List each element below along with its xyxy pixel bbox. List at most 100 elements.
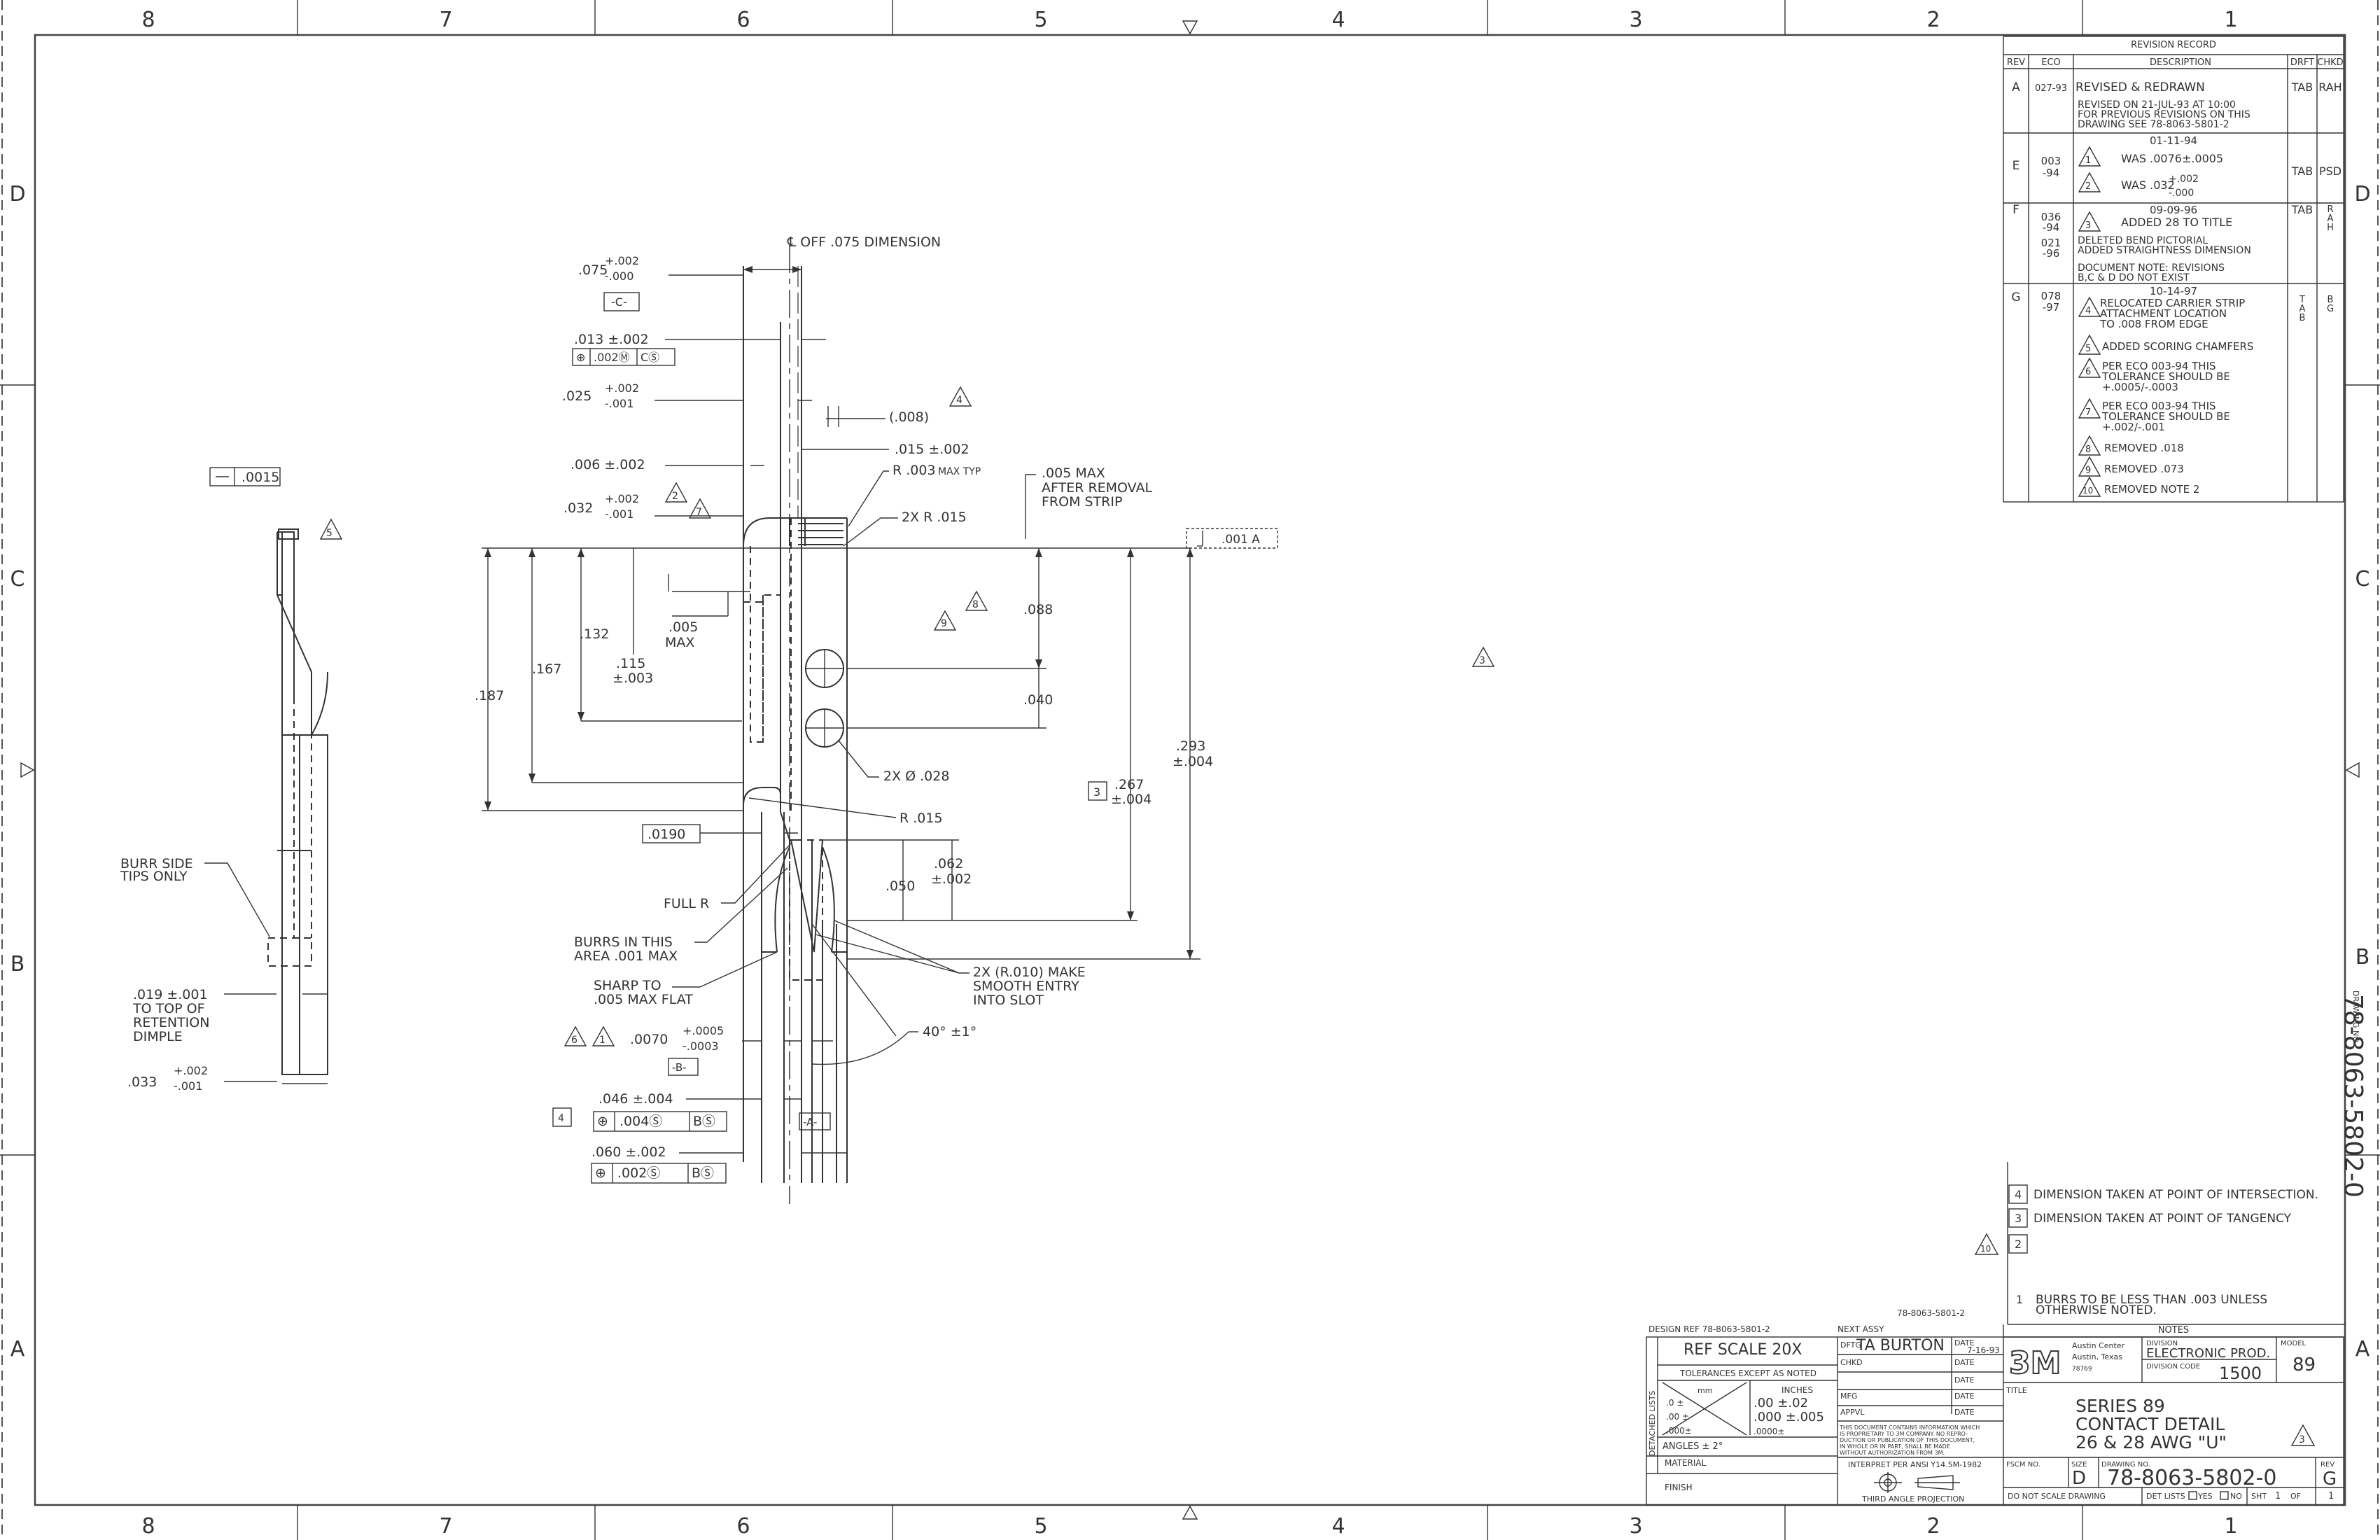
- svg-text:PER ECO 003-94 THIS: PER ECO 003-94 THIS: [2102, 400, 2216, 412]
- svg-text:REMOVED .018: REMOVED .018: [2104, 442, 2184, 454]
- hole-callout: 2X Ø .028: [883, 769, 949, 784]
- burr-side-note-1: BURR SIDE: [120, 856, 193, 872]
- svg-text:021: 021: [2041, 237, 2062, 249]
- dim-088: .088: [1023, 602, 1053, 617]
- svg-text:1: 1: [2275, 1491, 2281, 1502]
- dim-0070: .0070: [630, 1032, 668, 1047]
- zone-col-bot-4: 4: [1331, 1514, 1345, 1539]
- title-block: DESIGN REF 78-8063-5801-2 NEXT ASSY 78-8…: [1646, 1308, 2344, 1506]
- svg-text:T: T: [2299, 295, 2305, 305]
- svg-text:.00 ±: .00 ±: [1666, 1412, 1689, 1422]
- svg-text:FROM STRIP: FROM STRIP: [1042, 494, 1122, 510]
- svg-text:027-93: 027-93: [2035, 83, 2067, 94]
- svg-text:3: 3: [2085, 220, 2091, 231]
- svg-text:78-8063-5802-0: 78-8063-5802-0: [2339, 994, 2367, 1198]
- svg-text:REMOVED .073: REMOVED .073: [2104, 463, 2184, 475]
- svg-text:SIZE: SIZE: [2071, 1461, 2087, 1469]
- svg-text:+.002: +.002: [174, 1064, 208, 1077]
- svg-text:±.002: ±.002: [931, 872, 972, 887]
- svg-text:BⓈ: BⓈ: [693, 1114, 715, 1129]
- svg-text:THIS DOCUMENT CONTAINS INFORMA: THIS DOCUMENT CONTAINS INFORMATION WHICH: [1839, 1424, 1980, 1431]
- svg-text:DATE: DATE: [1954, 1392, 1975, 1401]
- svg-text:.002Ⓢ: .002Ⓢ: [617, 1166, 660, 1181]
- svg-text:8: 8: [2085, 444, 2091, 455]
- svg-text:4: 4: [2015, 1188, 2022, 1201]
- svg-text:.267: .267: [1114, 777, 1144, 792]
- svg-text:-.001: -.001: [605, 397, 634, 410]
- drawing-title-3: 26 & 28 AWG "U": [2076, 1432, 2227, 1452]
- svg-text:DESCRIPTION: DESCRIPTION: [2150, 57, 2211, 68]
- drawing-rev: G: [2323, 1469, 2337, 1490]
- svg-text:±.004: ±.004: [1172, 754, 1213, 769]
- svg-text:.000 ±.005: .000 ±.005: [1754, 1410, 1824, 1424]
- svg-text:10: 10: [2082, 486, 2093, 496]
- svg-text:-.001: -.001: [605, 507, 634, 521]
- svg-text:F: F: [2012, 203, 2019, 217]
- svg-text:TAB: TAB: [2291, 164, 2313, 178]
- svg-text:-.0003: -.0003: [682, 1040, 719, 1053]
- zone-col-top-6: 6: [736, 8, 750, 32]
- svg-text:1: 1: [2016, 1293, 2023, 1306]
- svg-text:DATE: DATE: [1954, 1358, 1975, 1367]
- svg-text:.005: .005: [668, 620, 698, 635]
- main-view-dimensions: ℄ OFF .075 DIMENSION .075 +.002 -.000 -C…: [475, 234, 1495, 1184]
- svg-text:DIVISION CODE: DIVISION CODE: [2146, 1363, 2200, 1371]
- company-logo: 3M: [2009, 1345, 2061, 1381]
- svg-text:⊕: ⊕: [595, 1166, 606, 1181]
- svg-text:3: 3: [1093, 785, 1100, 799]
- svg-text:2X (R.010) MAKE: 2X (R.010) MAKE: [973, 965, 1086, 980]
- centerline-note: ℄ OFF .075 DIMENSION: [787, 234, 941, 250]
- zone-col-top-1: 1: [2224, 8, 2237, 32]
- svg-text:FINISH: FINISH: [1665, 1483, 1693, 1492]
- svg-text:01-11-94: 01-11-94: [2150, 134, 2197, 147]
- svg-text:.033: .033: [127, 1074, 157, 1090]
- svg-text:INTO SLOT: INTO SLOT: [973, 993, 1044, 1008]
- radius-003: R .003: [892, 463, 936, 478]
- datum-a: -A-: [803, 1116, 817, 1128]
- zone-col-top-7: 7: [439, 8, 452, 32]
- svg-text:ADDED 28 TO TITLE: ADDED 28 TO TITLE: [2121, 216, 2232, 229]
- dim-075: .075: [578, 262, 608, 278]
- svg-text:TO .008 FROM EDGE: TO .008 FROM EDGE: [2099, 318, 2208, 330]
- zone-row-right-c: C: [2356, 567, 2370, 592]
- model-number: 89: [2292, 1354, 2316, 1376]
- svg-text:-97: -97: [2043, 301, 2060, 314]
- svg-text:DIMENSION TAKEN AT POINT OF TA: DIMENSION TAKEN AT POINT OF TANGENCY: [2033, 1212, 2292, 1226]
- svg-text:REV: REV: [2320, 1461, 2334, 1469]
- svg-text:TOLERANCES EXCEPT AS NOTED: TOLERANCES EXCEPT AS NOTED: [1679, 1368, 1816, 1378]
- svg-text:OTHERWISE NOTED.: OTHERWISE NOTED.: [2036, 1303, 2157, 1317]
- svg-text:+.002: +.002: [605, 382, 639, 395]
- svg-text:.115: .115: [616, 656, 645, 671]
- zone-row-left-d: D: [9, 182, 25, 206]
- dim-046: .046 ±.004: [598, 1091, 673, 1107]
- radius-015-2x: 2X R .015: [902, 510, 967, 525]
- svg-text:NO: NO: [2230, 1492, 2242, 1501]
- svg-text:ADDED STRAIGHTNESS DIMENSION: ADDED STRAIGHTNESS DIMENSION: [2078, 245, 2251, 256]
- svg-text:078: 078: [2041, 290, 2062, 302]
- svg-text:MATERIAL: MATERIAL: [1665, 1458, 1707, 1468]
- svg-text:TO TOP OF: TO TOP OF: [132, 1001, 205, 1016]
- svg-text:YES: YES: [2197, 1492, 2213, 1501]
- svg-text:G: G: [2327, 304, 2334, 314]
- svg-text:9: 9: [941, 618, 947, 629]
- dim-132: .132: [580, 626, 609, 642]
- svg-text:TITLE: TITLE: [2005, 1386, 2027, 1395]
- svg-text:BⓈ: BⓈ: [692, 1166, 714, 1181]
- side-detail-view: .0015 5 BURR SIDE TIPS ONLY .019 ±.001 T…: [120, 467, 343, 1093]
- dim-040: .040: [1023, 692, 1053, 708]
- zone-col-bot-5: 5: [1034, 1514, 1047, 1539]
- svg-text:6: 6: [2085, 367, 2091, 377]
- dim-032: .032: [564, 500, 593, 516]
- svg-text:A: A: [2328, 214, 2334, 224]
- svg-text:H: H: [2327, 223, 2334, 233]
- svg-text:DRAWING SEE 78-8063-5801-2: DRAWING SEE 78-8063-5801-2: [2078, 119, 2230, 130]
- svg-text:10: 10: [1980, 1244, 1991, 1254]
- svg-text:-96: -96: [2043, 247, 2060, 260]
- drawing-title-1: SERIES 89: [2076, 1396, 2165, 1416]
- zone-col-top-5: 5: [1034, 8, 1047, 32]
- svg-text:ANGLES ± 2°: ANGLES ± 2°: [1662, 1441, 1723, 1452]
- svg-text:ADDED SCORING CHAMFERS: ADDED SCORING CHAMFERS: [2102, 340, 2253, 353]
- svg-text:±.004: ±.004: [1111, 792, 1152, 807]
- svg-text:TOLERANCE SHOULD BE: TOLERANCE SHOULD BE: [2101, 370, 2230, 383]
